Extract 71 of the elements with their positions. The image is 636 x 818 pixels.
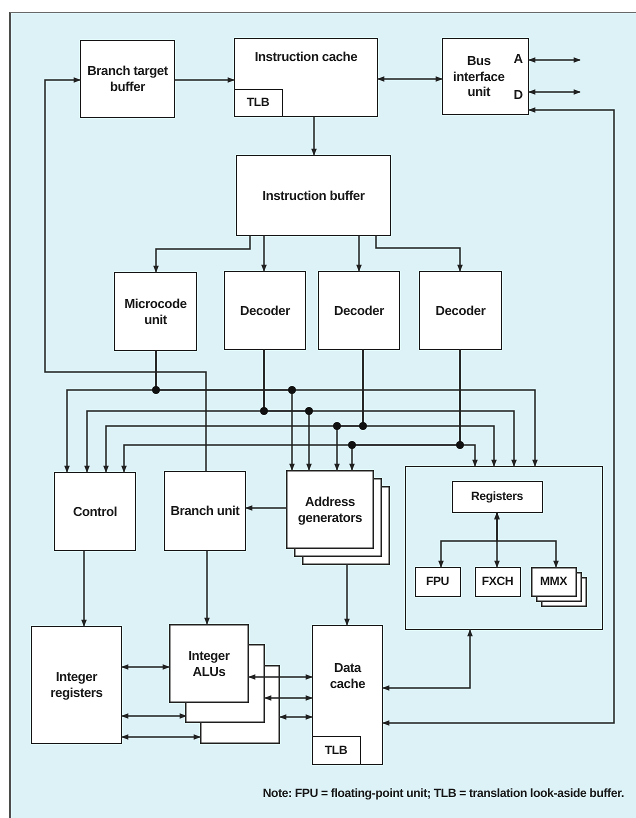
block-box	[530, 566, 586, 606]
block-label: Branch unit	[170, 503, 240, 519]
block-box	[474, 566, 520, 596]
port-label: A	[514, 51, 523, 66]
block-label: TLB	[246, 95, 270, 110]
block-box	[442, 38, 529, 115]
connector-arrow	[382, 107, 615, 726]
connector-arrow	[279, 714, 313, 720]
connector-arrow	[263, 350, 517, 467]
block-box	[414, 566, 460, 596]
connector-arrow	[264, 695, 313, 701]
connector-arrow	[175, 77, 235, 83]
connector-arrow	[121, 713, 187, 719]
connector-arrow	[155, 351, 538, 467]
connector-arrow	[528, 57, 581, 63]
block-label: MMX	[540, 574, 568, 589]
block-box	[114, 272, 197, 351]
block-box	[286, 470, 390, 565]
connector-arrow	[81, 551, 87, 627]
block-label: FPU	[426, 574, 450, 589]
connector-arrow	[311, 117, 317, 156]
block-box	[54, 472, 136, 551]
block-label: Decoder	[436, 302, 486, 318]
group-box	[405, 466, 603, 630]
block-label: Data cache	[328, 660, 366, 692]
block-box	[452, 480, 542, 512]
connector-arrow	[356, 236, 362, 272]
connector-arrow	[121, 734, 201, 740]
block-box	[234, 38, 378, 117]
block-box	[164, 471, 246, 551]
block-label: Decoder	[334, 302, 384, 318]
block-label: Microcode unit	[123, 296, 188, 328]
block-label: Address generators	[296, 494, 364, 526]
block-box	[80, 40, 175, 118]
connector-arrow	[377, 76, 443, 82]
connector-arrow	[245, 505, 286, 511]
block-box	[234, 88, 282, 116]
connector-arrow	[375, 236, 463, 272]
connector-arrow	[362, 350, 497, 467]
connector-arrow	[261, 236, 267, 272]
connector-arrow	[459, 350, 478, 467]
block-label: Integer registers	[49, 669, 104, 701]
connector-arrow	[344, 565, 350, 626]
block-box	[236, 155, 391, 236]
connector-arrow	[121, 664, 170, 670]
footnote: Note: FPU = floating-point unit; TLB = translation look-aside buffer.	[262, 786, 624, 800]
connector-arrow	[204, 551, 210, 625]
block-box	[224, 271, 306, 350]
block-label: Instruction cache	[254, 49, 358, 65]
connector-arrow	[528, 89, 581, 95]
block-box	[169, 624, 280, 744]
block-label: Branch target buffer	[86, 63, 169, 95]
block-label: Registers	[471, 489, 523, 504]
block-label: Decoder	[240, 302, 290, 318]
connector-arrow	[153, 236, 251, 273]
connector-arrow	[248, 674, 313, 680]
connector-arrow	[494, 512, 559, 568]
block-label: Instruction buffer	[262, 188, 365, 204]
block-label: TLB	[324, 742, 348, 758]
block-label: Bus interface unit	[452, 53, 506, 100]
block-label: Integer ALUs	[187, 648, 231, 680]
block-label: Control	[72, 504, 118, 520]
block-box	[312, 625, 383, 765]
block-label: FXCH	[482, 574, 514, 589]
block-box	[419, 271, 502, 350]
block-box	[318, 271, 400, 350]
connector-arrow	[44, 77, 207, 471]
port-label: D	[514, 87, 523, 102]
block-box	[31, 626, 122, 744]
block-box	[312, 736, 360, 764]
connector-arrow	[382, 629, 473, 691]
